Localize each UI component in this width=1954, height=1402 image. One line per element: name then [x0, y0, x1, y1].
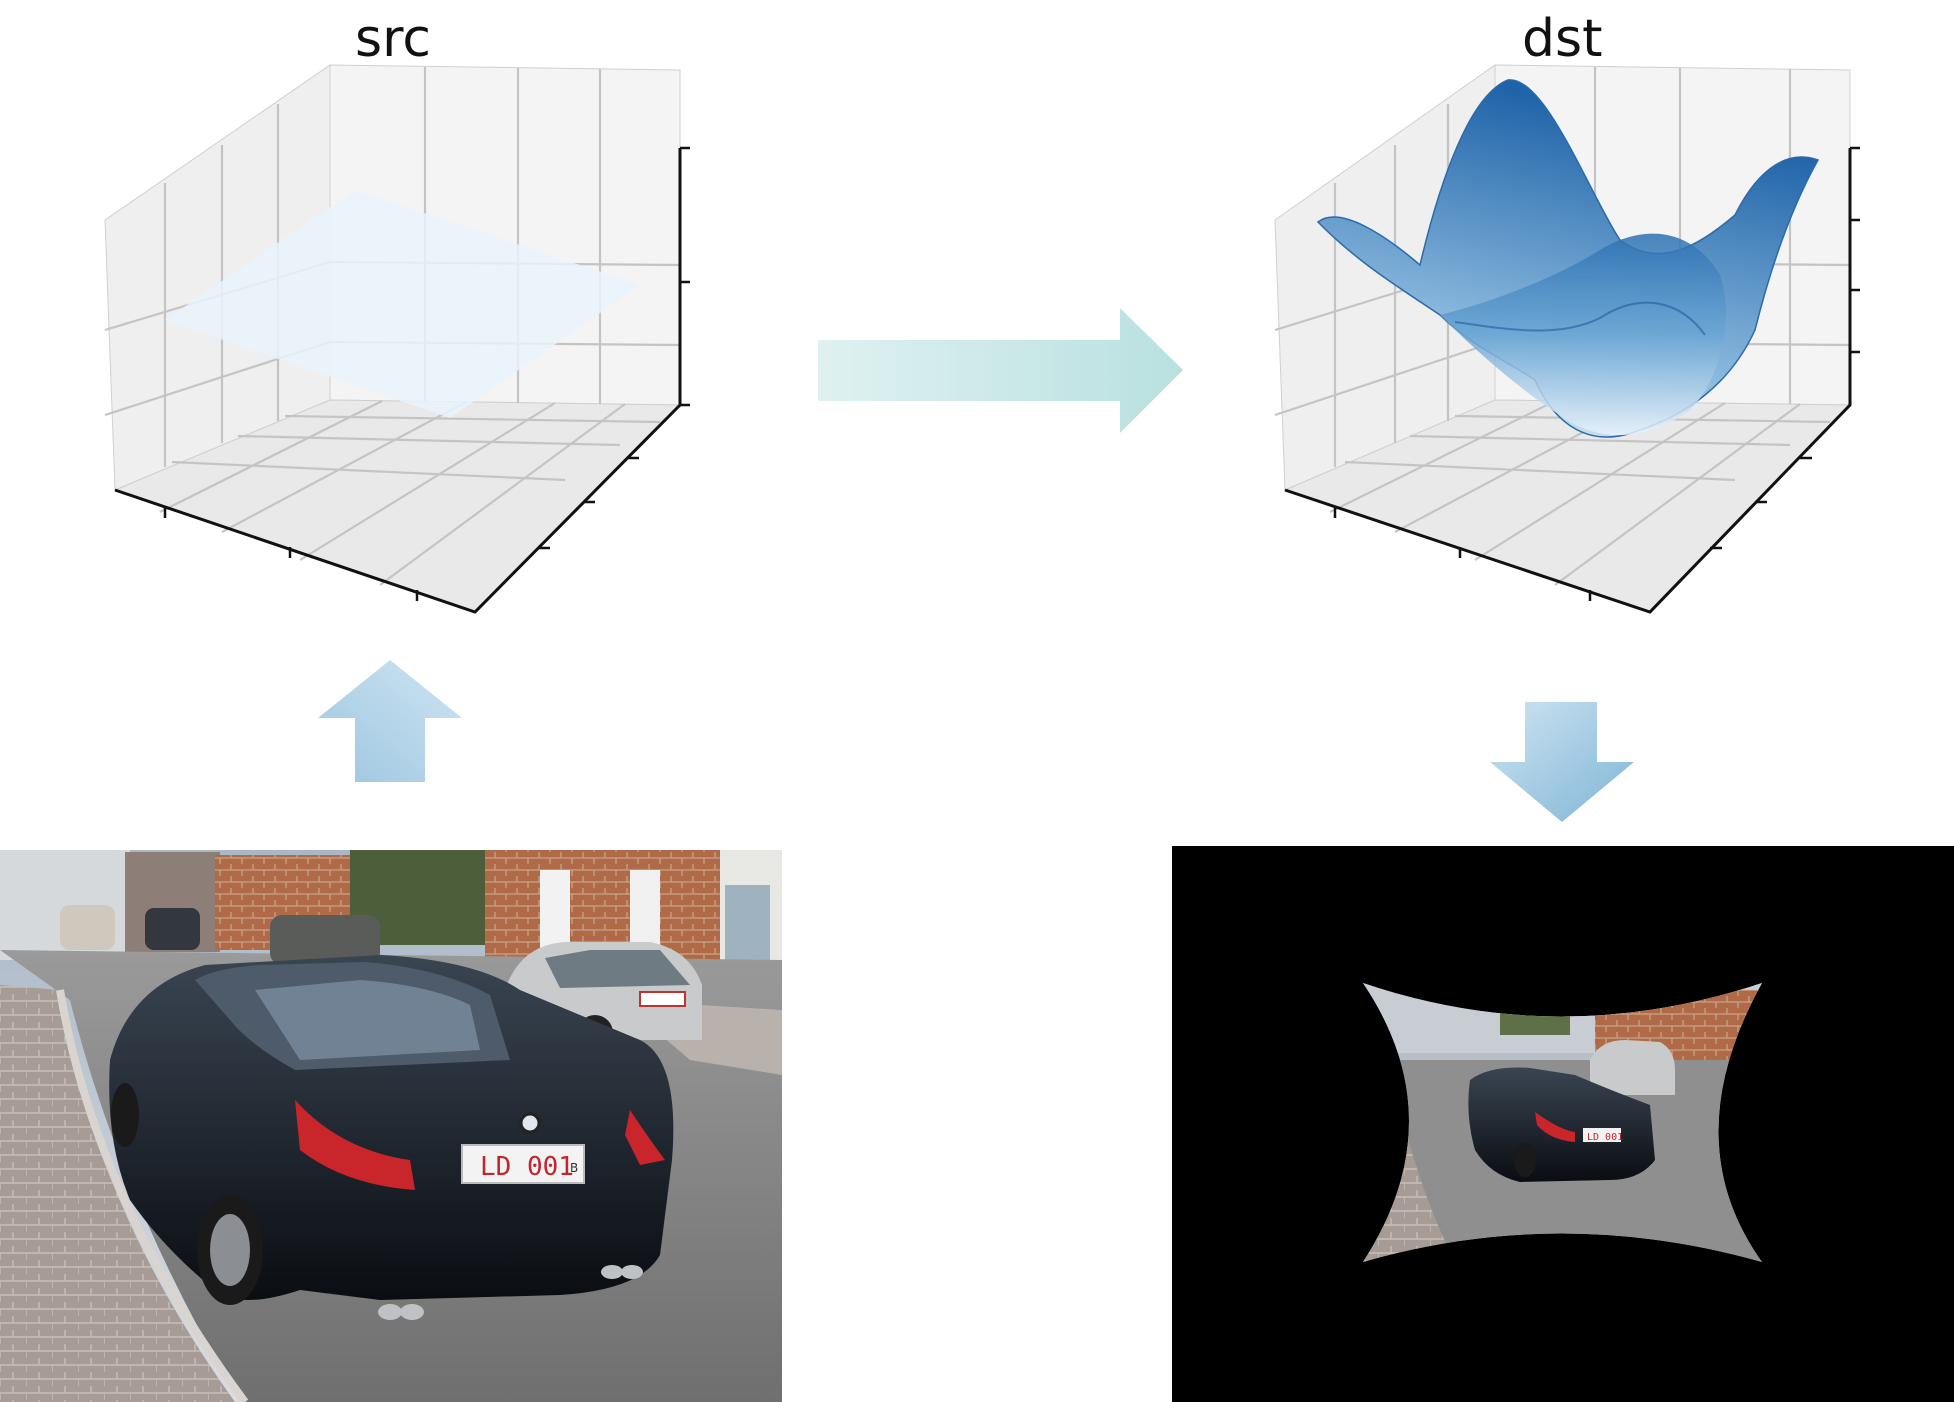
dst-3d-axes: [1274, 64, 1860, 614]
src-axis-lines: [114, 148, 682, 614]
down-arrow: [1490, 702, 1634, 822]
src-title: src: [355, 9, 431, 69]
src-ticks: [163, 146, 690, 601]
bmw-logo: [519, 1112, 541, 1134]
dst-wave-surface: [1316, 79, 1820, 438]
dst-axis-lines: [1284, 148, 1852, 614]
license-plate: [461, 1144, 585, 1184]
right-arrow: [818, 308, 1183, 433]
warped-photo: LD 001: [1172, 846, 1954, 1402]
dst-title: dst: [1522, 9, 1603, 69]
warped-plate-text: LD 001: [1587, 1132, 1623, 1143]
src-3d-axes: [104, 64, 690, 614]
plate-text: LD 001: [480, 1152, 574, 1182]
up-arrow: [318, 660, 462, 782]
source-photo: LD 001 B: [0, 850, 782, 1402]
dst-ticks: [1333, 146, 1860, 601]
src-flat-surface: [165, 190, 640, 418]
plate-country: B: [570, 1161, 578, 1175]
